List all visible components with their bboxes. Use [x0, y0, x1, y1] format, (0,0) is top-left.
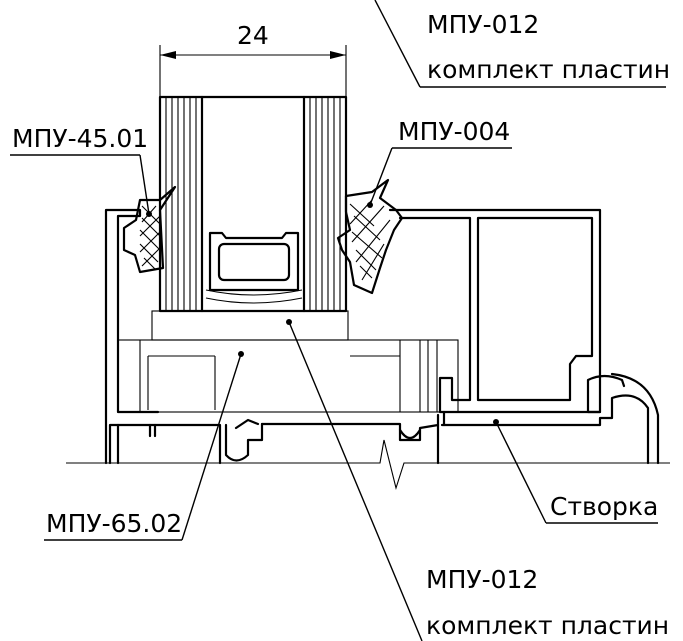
label-top-right-desc: комплект пластин: [427, 55, 670, 84]
label-bottom-desc: комплект пластин: [426, 611, 669, 640]
label-top-right-part: МПУ-012: [427, 10, 539, 39]
callout-right-seal: МПУ-004: [367, 117, 512, 208]
right-seal: [336, 178, 404, 295]
right-glass-pane-hatching: [302, 95, 341, 313]
sash-profile: [388, 208, 660, 465]
label-left-seal: МПУ-45.01: [12, 124, 148, 153]
section-break-line: [66, 439, 670, 491]
label-bottom-part: МПУ-012: [426, 565, 538, 594]
callout-lower-left: МПУ-65.02: [44, 351, 244, 541]
label-sash: Створка: [550, 492, 658, 521]
spacer-frame: [205, 231, 303, 304]
callout-top-right: МПУ-012 комплект пластин: [374, 0, 670, 88]
callout-bottom: МПУ-012 комплект пластин: [286, 319, 669, 641]
label-right-seal: МПУ-004: [398, 117, 510, 146]
glazing-packers: [117, 310, 459, 413]
left-glass-pane-hatching: [165, 95, 204, 313]
left-seal: [122, 185, 177, 274]
dimension-value: 24: [237, 21, 269, 50]
callout-sash: Створка: [493, 419, 658, 524]
label-lower-left-part: МПУ-65.02: [46, 509, 182, 538]
dimension-24: 24: [159, 21, 347, 100]
glass-unit: [158, 95, 348, 313]
callout-left-seal: МПУ-45.01: [10, 124, 152, 217]
frame-profile: [104, 208, 440, 465]
